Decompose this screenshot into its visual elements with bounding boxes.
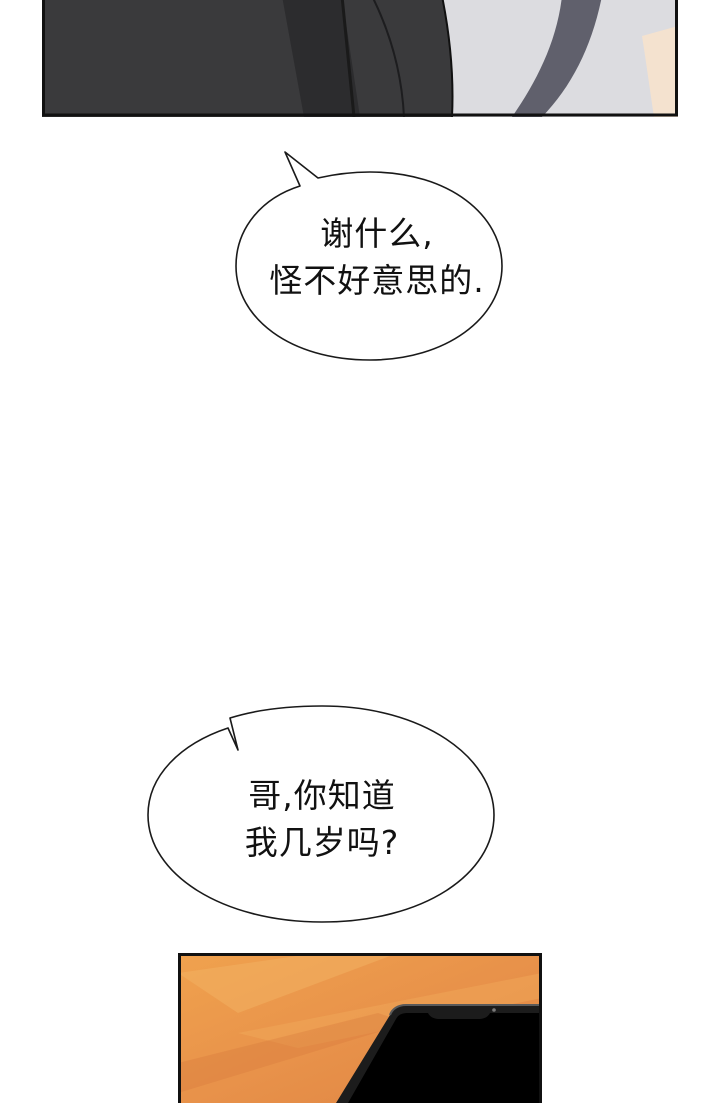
speech-bubble-1-line-2: 怪不好意思的. (232, 257, 522, 304)
phone-camera-dot (492, 1008, 496, 1012)
speech-bubble-2-line-1: 哥,你知道 (174, 772, 470, 819)
speech-bubble-1-line-1: 谢什么, (232, 210, 522, 257)
speech-bubble-2-text: 哥,你知道 我几岁吗? (174, 772, 470, 866)
speech-bubble-1-text: 谢什么, 怪不好意思的. (232, 210, 522, 304)
panel-bottom-art (178, 953, 542, 1103)
comic-panel-bottom (178, 953, 542, 1103)
speech-bubble-2-line-2: 我几岁吗? (174, 819, 470, 866)
